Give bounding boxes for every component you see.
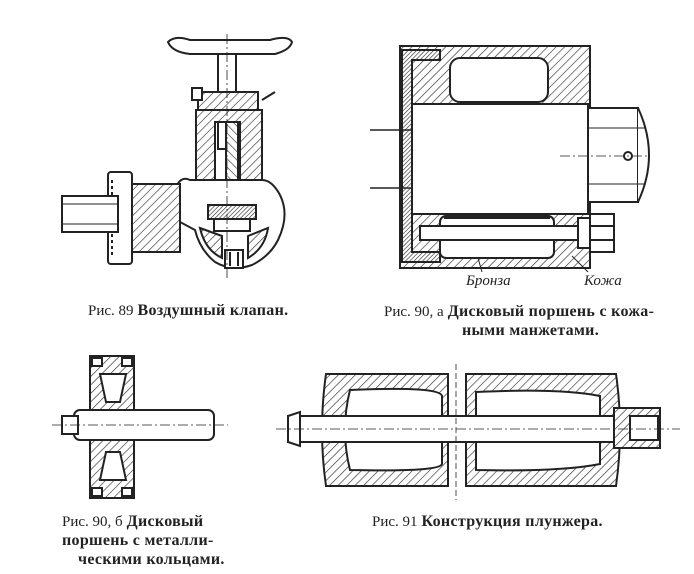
caption-title: Воздушный клапан.: [137, 302, 289, 319]
caption-number: Рис. 90, а: [384, 304, 444, 320]
fig89-air-valve-drawing: [61, 34, 294, 280]
label-bronze: Бронза: [465, 273, 511, 289]
caption-title-line2: ными манжетами.: [462, 321, 599, 339]
caption-title-line2: поршень с металли-: [62, 531, 214, 549]
caption-number: Рис. 90, б: [62, 514, 123, 530]
fig90a-disc-piston-drawing: [370, 45, 650, 273]
caption-number: Рис. 91: [372, 514, 418, 530]
caption-title: Конструкция плунжера.: [421, 513, 603, 530]
caption-number: Рис. 89: [88, 303, 134, 319]
caption-fig89: Рис. 89 Воздушный клапан.: [88, 302, 289, 320]
fig91-plunger-drawing: [276, 364, 680, 500]
fig90b-piston-rings-drawing: [52, 355, 228, 499]
label-leather: Кожа: [583, 273, 622, 289]
caption-title-line1: Дисковый: [126, 513, 204, 530]
caption-fig91: Рис. 91 Конструкция плунжера.: [372, 513, 603, 531]
caption-fig90b: Рис. 90, б Дисковый поршень с металли- ч…: [62, 513, 262, 568]
caption-fig90a: Рис. 90, а Дисковый поршень с кожа- ными…: [384, 303, 684, 340]
caption-title-line1: Дисковый поршень с кожа-: [447, 303, 655, 320]
caption-title-line3: ческими кольцами.: [78, 550, 225, 568]
